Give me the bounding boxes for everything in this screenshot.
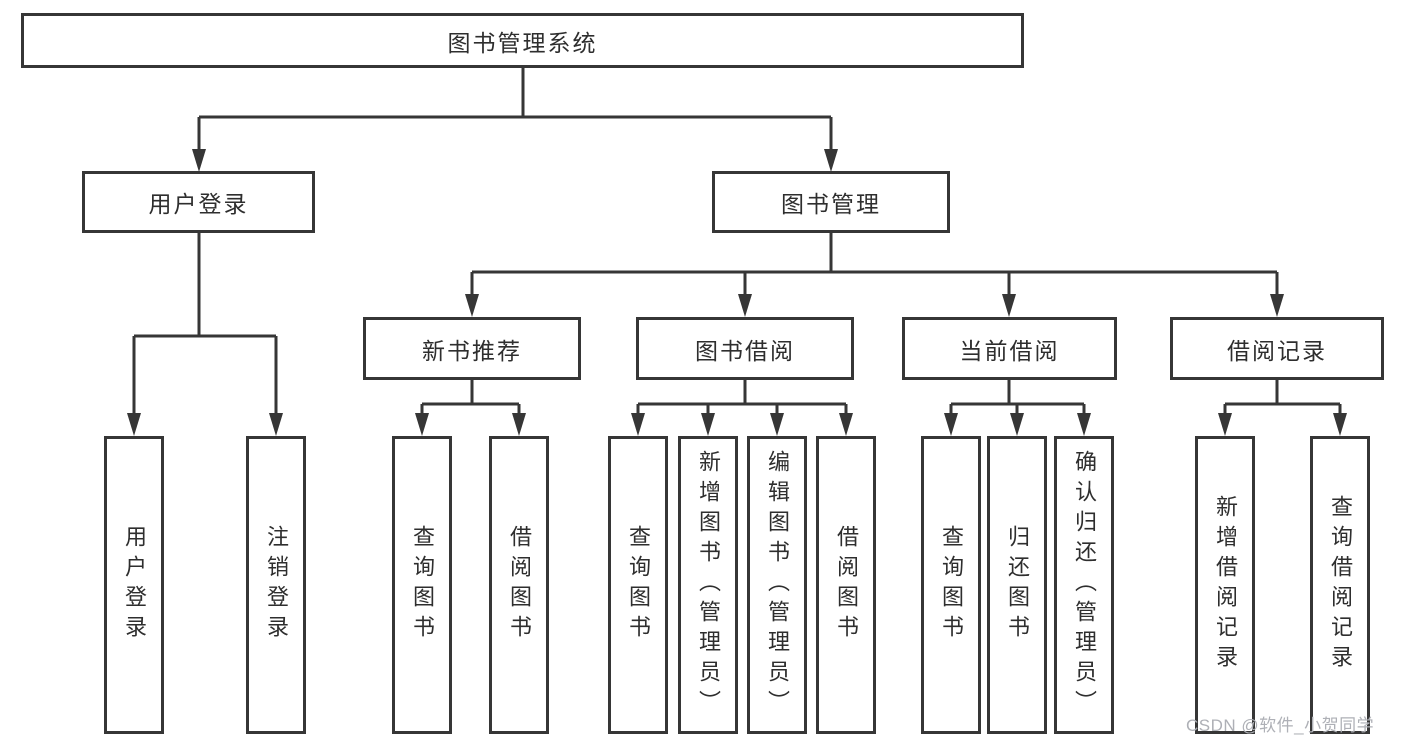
node-user-login: 用户登录: [82, 171, 315, 233]
node-borrow-records: 借阅记录: [1170, 317, 1384, 380]
leaf-add-book-admin: 新增图书（管理员）: [678, 436, 738, 734]
leaf-logout: 注销登录: [246, 436, 306, 734]
leaf-query-books-recommend: 查询图书: [392, 436, 452, 734]
node-new-book-recommend: 新书推荐: [363, 317, 581, 380]
leaf-user-login: 用户登录: [104, 436, 164, 734]
leaf-edit-book-admin: 编辑图书（管理员）: [747, 436, 807, 734]
leaf-return-book: 归还图书: [987, 436, 1047, 734]
leaf-query-books-borrowing: 查询图书: [608, 436, 668, 734]
node-system-root: 图书管理系统: [21, 13, 1024, 68]
leaf-confirm-return-admin: 确认归还（管理员）: [1054, 436, 1114, 734]
leaf-borrow-books-recommend: 借阅图书: [489, 436, 549, 734]
watermark: CSDN @软件_小贺同学: [1186, 716, 1375, 735]
leaf-borrow-books-borrowing: 借阅图书: [816, 436, 876, 734]
node-book-management: 图书管理: [712, 171, 950, 233]
node-book-borrowing: 图书借阅: [636, 317, 854, 380]
leaf-add-borrow-record: 新增借阅记录: [1195, 436, 1255, 734]
leaf-query-books-current: 查询图书: [921, 436, 981, 734]
node-current-borrowing: 当前借阅: [902, 317, 1117, 380]
leaf-query-borrow-record: 查询借阅记录: [1310, 436, 1370, 734]
